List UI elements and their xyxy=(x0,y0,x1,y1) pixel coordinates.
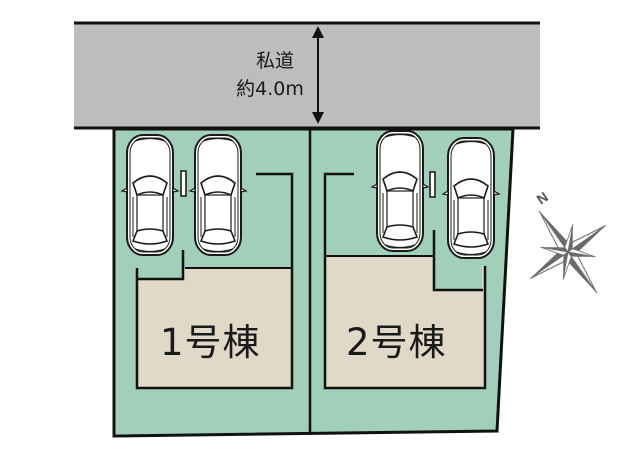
building-1-footprint xyxy=(135,172,294,390)
compass-north-label: N xyxy=(534,189,551,208)
compass-rose-icon xyxy=(530,210,606,294)
car-icon xyxy=(189,134,247,256)
car-icon xyxy=(371,130,429,252)
building-2-label: 2号棟 xyxy=(346,321,447,364)
road-width-label: 約4.0m xyxy=(236,78,304,100)
road-width-arrow-icon xyxy=(312,26,324,124)
car-icon xyxy=(442,137,500,259)
car-icon xyxy=(121,134,179,256)
building-2-footprint xyxy=(323,172,487,390)
parking-pillar xyxy=(180,170,187,197)
building-1-label: 1号棟 xyxy=(160,321,261,364)
parking-pillar xyxy=(429,171,436,198)
road-name-label: 私道 xyxy=(255,50,294,72)
